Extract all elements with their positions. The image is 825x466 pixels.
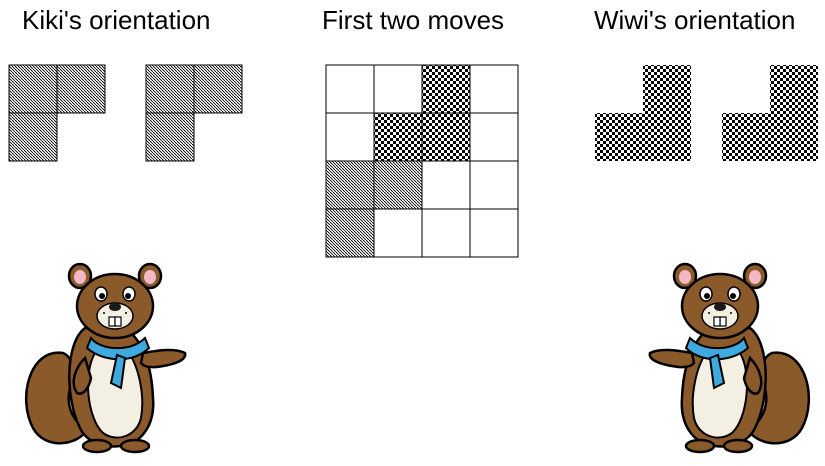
kiki-orientation-title: Kiki's orientation — [22, 5, 211, 35]
board-cell-empty — [469, 160, 519, 210]
board-cell-empty — [373, 208, 423, 258]
board-cell-kiki — [373, 160, 423, 210]
board-cell-wiwi — [421, 112, 471, 162]
wiwi-orientation-pieces — [595, 65, 818, 161]
wiwi-piece-cell — [770, 65, 818, 113]
board-cell-empty — [325, 64, 375, 114]
board-cell-empty — [421, 208, 471, 258]
kiki-piece-cell — [8, 112, 58, 162]
board-cell-kiki — [325, 160, 375, 210]
board-cell-empty — [469, 112, 519, 162]
board-cell-empty — [373, 64, 423, 114]
kiki-piece-cell — [56, 64, 106, 114]
first-two-moves-title: First two moves — [322, 5, 505, 35]
wiwi-piece-cell — [722, 113, 770, 161]
board-cell-empty — [421, 160, 471, 210]
board-cell-empty — [325, 112, 375, 162]
kiki-piece-1 — [8, 64, 106, 162]
kiki-orientation-pieces — [8, 64, 243, 162]
wiwi-beaver — [648, 262, 811, 454]
wiwi-piece-2 — [722, 65, 818, 161]
wiwi-piece-1 — [595, 65, 691, 161]
board-cell-wiwi — [421, 64, 471, 114]
board-cell-empty — [469, 64, 519, 114]
board-cell-wiwi — [373, 112, 423, 162]
kiki-piece-cell — [8, 64, 58, 114]
board-cell-empty — [469, 208, 519, 258]
kiki-beaver — [24, 262, 187, 454]
wiwi-piece-cell — [643, 113, 691, 161]
board-cell-kiki — [325, 208, 375, 258]
kiki-piece-cell — [145, 112, 195, 162]
game-board — [325, 64, 519, 258]
kiki-piece-cell — [193, 64, 243, 114]
wiwi-piece-cell — [643, 65, 691, 113]
wiwi-piece-cell — [770, 113, 818, 161]
kiki-piece-2 — [145, 64, 243, 162]
wiwi-orientation-title: Wiwi's orientation — [594, 5, 796, 35]
kiki-piece-cell — [145, 64, 195, 114]
wiwi-piece-cell — [595, 113, 643, 161]
